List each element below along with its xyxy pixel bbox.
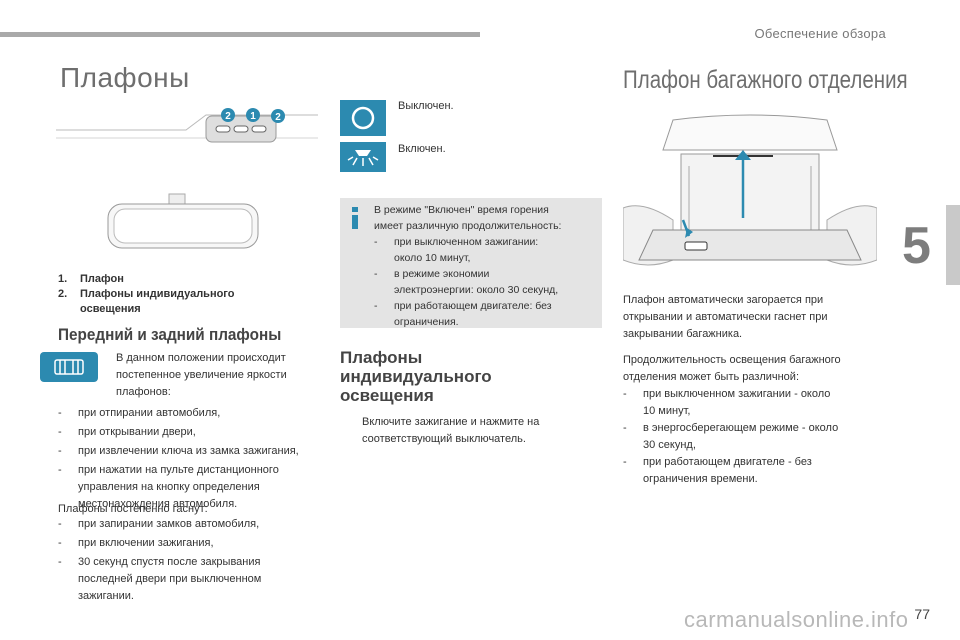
list-item: -при извлечении ключа из замка зажигания… bbox=[58, 445, 299, 457]
list-item: -при открывании двери, bbox=[58, 426, 196, 438]
front-rear-title: Передний и задний плафоны bbox=[58, 325, 282, 344]
marker-1: 1 bbox=[250, 111, 256, 122]
info-note: В режиме "Включен" время горения имеет р… bbox=[340, 198, 602, 328]
list-item: -при запирании замков автомобиля, bbox=[58, 518, 260, 530]
list-item: -при выключенном зажигании:около 10 мину… bbox=[374, 236, 539, 264]
off-conditions-list: -при запирании замков автомобиля, -при в… bbox=[58, 516, 328, 605]
on-label: Включен. bbox=[398, 143, 446, 155]
chapter-tab bbox=[946, 205, 960, 285]
list-item: -при отпирании автомобиля, bbox=[58, 407, 221, 419]
watermark: carmanualsonline.info bbox=[684, 607, 909, 632]
on-conditions-list: -при отпирании автомобиля, -при открыван… bbox=[58, 405, 328, 513]
figure-caption: 1.Плафон 2.Плафоны индивидуального освещ… bbox=[58, 273, 235, 315]
trunk-figure bbox=[623, 114, 877, 266]
off-heading: Плафоны постепенно гаснут: bbox=[58, 503, 208, 515]
info-icon bbox=[350, 206, 360, 236]
marker-2-left: 2 bbox=[225, 111, 231, 122]
note-list: -при выключенном зажигании:около 10 мину… bbox=[374, 234, 599, 330]
door-mode-text: В данном положении происходит постепенно… bbox=[116, 352, 287, 398]
trunk-title: Плафон багажного отделения bbox=[623, 66, 908, 94]
trunk-para-1: Плафон автоматически загорается при откр… bbox=[623, 294, 828, 340]
page-title: Плафоны bbox=[60, 62, 190, 93]
marker-2-right: 2 bbox=[275, 112, 281, 123]
section-title: Обеспечение обзора bbox=[754, 26, 886, 41]
trunk-para-2: Продолжительность освещения багажного от… bbox=[623, 352, 893, 488]
top-rule bbox=[0, 32, 480, 37]
individual-lights-title: Плафоны индивидуального освещения bbox=[340, 348, 492, 405]
off-label: Выключен. bbox=[398, 100, 454, 112]
chapter-number: 5 bbox=[902, 217, 931, 275]
list-item: -при включении зажигания, bbox=[58, 537, 214, 549]
door-mode-icon bbox=[40, 352, 98, 382]
ceiling-lights-figure: 2 1 2 bbox=[56, 108, 318, 249]
circle-off-icon bbox=[340, 100, 386, 136]
lamp-on-icon bbox=[340, 142, 386, 172]
page-number: 77 bbox=[914, 606, 930, 622]
